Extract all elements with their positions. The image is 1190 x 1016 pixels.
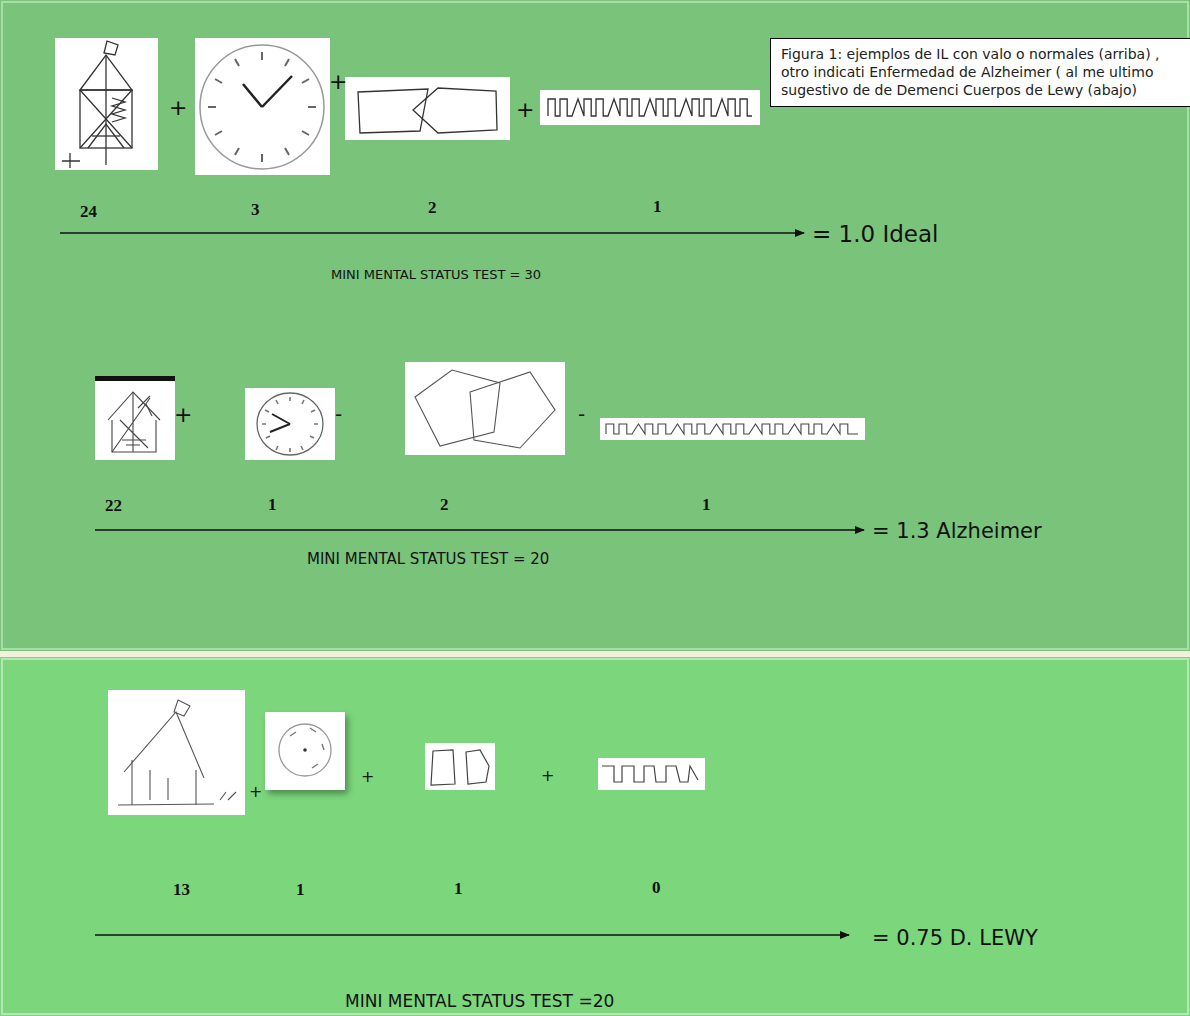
score-number: 22 <box>105 496 122 516</box>
result-label: = 0.75 D. LEWY <box>872 926 1038 950</box>
pentagons-drawing-ideal <box>345 77 510 140</box>
top-panel <box>0 0 1190 651</box>
clock-drawing-alzheimer <box>245 388 335 460</box>
house-drawing-ideal <box>55 38 158 170</box>
result-label: = 1.0 Ideal <box>812 221 939 247</box>
clock-drawing-lewy <box>265 712 345 790</box>
squares-drawing-lewy <box>425 743 495 790</box>
caption-box: Figura 1: ejemplos de IL con valo o norm… <box>770 38 1190 107</box>
operator-sign: + <box>516 97 534 122</box>
score-number: 1 <box>454 879 463 899</box>
wave-drawing-lewy <box>598 758 705 790</box>
fraction-arrow <box>95 529 864 530</box>
wave-drawing-alzheimer <box>600 418 865 440</box>
operator-sign: - <box>335 403 342 426</box>
house-drawing-lewy <box>108 690 245 815</box>
bottom-panel-border <box>2 659 1188 1014</box>
house-drawing-alzheimer <box>95 376 175 460</box>
figure-caption: Figura 1: ejemplos de IL con valo o norm… <box>781 45 1182 100</box>
score-number: 13 <box>173 880 190 900</box>
mmse-label: MINI MENTAL STATUS TEST =20 <box>345 992 614 1012</box>
operator-sign: - <box>578 403 585 426</box>
score-number: 2 <box>428 198 437 218</box>
fraction-arrow <box>60 232 804 233</box>
score-number: 2 <box>440 495 449 515</box>
score-number: 24 <box>80 202 97 222</box>
mmse-label: MINI MENTAL STATUS TEST = 20 <box>307 551 549 568</box>
operator-sign: + <box>329 69 347 94</box>
pentagons-drawing-alzheimer <box>405 362 565 455</box>
fraction-arrow <box>95 934 849 935</box>
operator-sign: + <box>541 767 554 785</box>
score-number: 1 <box>653 197 662 217</box>
score-number: 1 <box>268 495 277 515</box>
panel-separator <box>0 651 1190 657</box>
operator-sign: + <box>249 783 262 801</box>
score-number: 0 <box>652 878 661 898</box>
result-label: = 1.3 Alzheimer <box>872 519 1042 543</box>
score-number: 1 <box>702 495 711 515</box>
wave-drawing-ideal <box>540 90 760 125</box>
operator-sign: + <box>169 95 187 120</box>
mmse-label: MINI MENTAL STATUS TEST = 30 <box>331 268 541 283</box>
clock-drawing-ideal <box>195 38 330 175</box>
score-number: 1 <box>296 880 305 900</box>
operator-sign: + <box>361 768 374 786</box>
score-number: 3 <box>251 200 260 220</box>
bottom-panel <box>0 657 1190 1016</box>
operator-sign: + <box>174 402 192 427</box>
